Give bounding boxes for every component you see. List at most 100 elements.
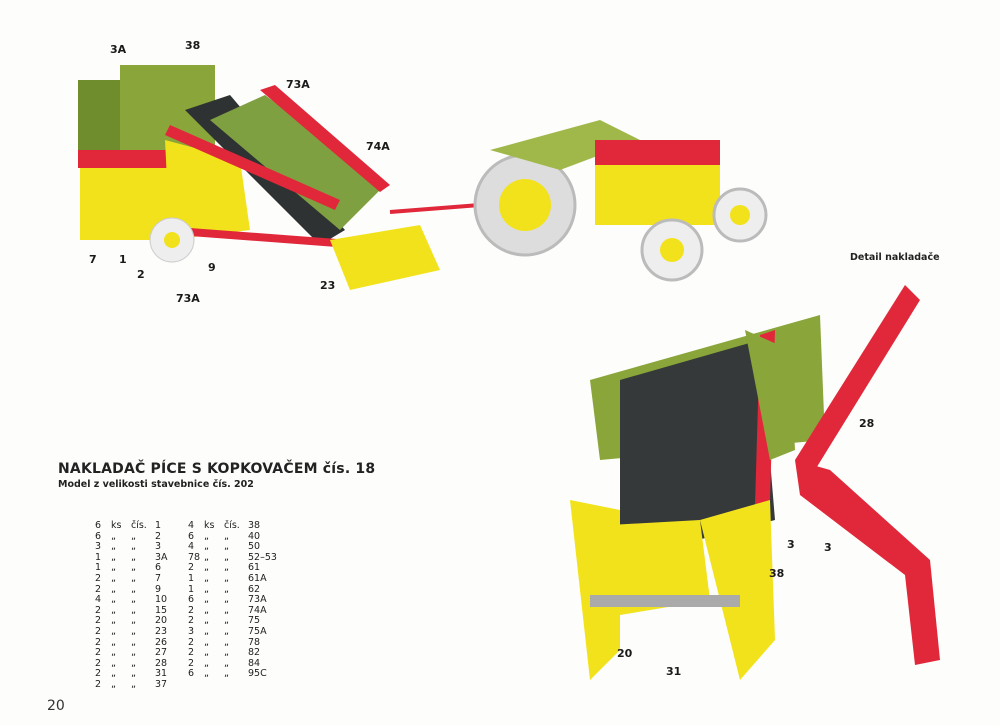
qty: 3	[95, 541, 102, 553]
unit: „	[204, 625, 209, 637]
callout-label: 3	[787, 538, 795, 551]
parts-list-row: 2„„84	[188, 657, 278, 670]
callout-label: 73A	[286, 78, 310, 91]
part-number: 40	[248, 530, 261, 542]
unit: „	[204, 657, 209, 669]
number-label: „	[224, 530, 229, 542]
unit: „	[204, 615, 209, 627]
part-number: 1	[155, 520, 162, 531]
unit: ks	[204, 520, 215, 531]
part-number: 26	[155, 636, 168, 648]
qty: 3	[188, 625, 195, 637]
number-label: „	[131, 551, 136, 563]
qty: 1	[95, 551, 102, 563]
model-title: NAKLADAČ PÍCE S KOPKOVAČEM čís. 18	[58, 461, 376, 477]
unit: „	[204, 604, 209, 616]
parts-list-row: 3„„3	[95, 542, 185, 553]
unit: „	[204, 551, 209, 563]
number-label: „	[224, 551, 229, 563]
unit: „	[204, 636, 209, 648]
loader-model-picture	[78, 65, 481, 290]
qty: 2	[188, 604, 195, 616]
number-label: čís.	[131, 520, 147, 531]
part-number: 75	[248, 615, 261, 627]
parts-list-row: 6„„2	[95, 530, 185, 543]
unit: „	[111, 657, 116, 669]
number-label: „	[224, 668, 229, 680]
unit: „	[111, 572, 116, 584]
part-number: 2	[155, 530, 162, 542]
unit: „	[204, 572, 209, 584]
number-label: „	[131, 530, 136, 542]
number-label: „	[131, 668, 136, 680]
callout-label: 9	[208, 261, 216, 274]
number-label: „	[131, 583, 136, 595]
part-number: 61A	[248, 572, 267, 584]
part-number: 37	[155, 678, 168, 690]
unit: „	[204, 530, 209, 542]
part-number: 10	[155, 594, 168, 606]
number-label: „	[131, 572, 136, 584]
qty: 78	[188, 551, 201, 563]
unit: „	[111, 594, 116, 606]
qty: 1	[95, 562, 102, 574]
part-number: 75A	[248, 625, 267, 637]
qty: 2	[95, 657, 102, 669]
part-number: 7	[155, 572, 162, 584]
unit: „	[204, 647, 209, 659]
number-label: „	[224, 541, 229, 553]
parts-list-row: 1„„6	[95, 563, 185, 574]
part-number: 20	[155, 615, 168, 627]
number-label: „	[131, 604, 136, 616]
qty: 2	[95, 625, 102, 637]
qty: 2	[95, 583, 102, 595]
part-number: 84	[248, 657, 261, 669]
part-number: 78	[248, 636, 261, 648]
qty: 1	[188, 583, 195, 595]
parts-list-row: 2„„37	[95, 678, 185, 691]
number-label: „	[131, 636, 136, 648]
qty: 2	[95, 604, 102, 616]
number-label: „	[224, 562, 229, 574]
parts-list-row: 2„„7	[95, 572, 185, 585]
part-number: 28	[155, 657, 168, 669]
unit: „	[204, 562, 209, 574]
qty: 4	[95, 594, 102, 606]
parts-list-row: 2„„75	[188, 616, 278, 627]
qty: 2	[95, 678, 102, 690]
unit: „	[111, 551, 116, 563]
qty: 4	[188, 520, 195, 531]
part-number: 82	[248, 647, 261, 659]
unit: „	[204, 541, 209, 553]
part-number: 50	[248, 541, 261, 553]
qty: 2	[95, 636, 102, 648]
number-label: „	[131, 562, 136, 574]
parts-list-row: 2„„82	[188, 648, 278, 659]
callout-label: 23	[320, 279, 336, 292]
unit: „	[111, 678, 116, 690]
callout-label: 73A	[176, 292, 200, 305]
part-number: 31	[155, 668, 168, 680]
number-label: čís.	[224, 520, 240, 531]
qty: 2	[95, 647, 102, 659]
unit: „	[111, 583, 116, 595]
qty: 2	[95, 615, 102, 627]
qty: 6	[95, 530, 102, 542]
qty: 1	[188, 572, 195, 584]
parts-list-row: 78„„52–53	[188, 551, 278, 564]
number-label: „	[224, 625, 229, 637]
unit: „	[111, 615, 116, 627]
part-number: 3A	[155, 551, 168, 563]
callout-label: 74A	[366, 140, 390, 153]
callout-label: 38	[769, 567, 785, 580]
part-number: 62	[248, 583, 261, 595]
qty: 2	[188, 636, 195, 648]
parts-list-row: 4„„50	[188, 542, 278, 553]
part-number: 73A	[248, 594, 267, 606]
parts-list-row: 2„„23	[95, 625, 185, 638]
part-number: 38	[248, 520, 261, 531]
